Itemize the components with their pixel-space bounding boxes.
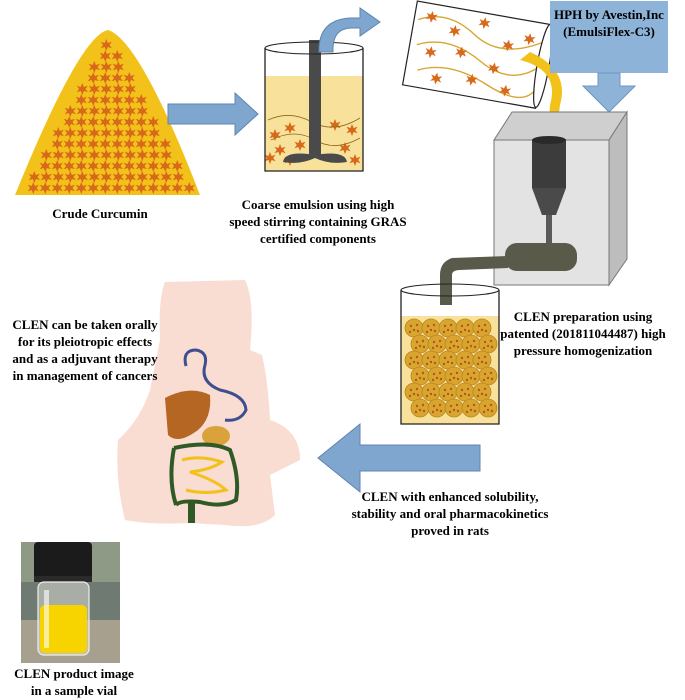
nanoemulsion-globule	[421, 350, 441, 370]
nanoemulsion-globule	[444, 366, 464, 386]
label-clen-oral: CLEN can be taken orally for its pleiotr…	[12, 317, 158, 383]
nanoemulsion-globule	[404, 318, 424, 338]
nanoemulsion-globule	[427, 366, 447, 386]
clen-beaker	[400, 283, 500, 425]
label-coarse-emulsion: Coarse emulsion using high speed stirrin…	[229, 197, 407, 246]
arrow-to-body	[317, 422, 481, 494]
nanoemulsion-globule	[427, 334, 447, 354]
nanoemulsion-globule	[455, 350, 475, 370]
label-hph: HPH by Avestin,Inc (EmulsiFlex-C3)	[554, 7, 664, 39]
label-clen-product-image: CLEN product image in a sample vial	[14, 666, 134, 698]
nanoemulsion-globule	[455, 382, 475, 402]
nanoemulsion-globule	[438, 318, 458, 338]
nanoemulsion-globule	[427, 398, 447, 418]
nanoemulsion-globule	[478, 398, 498, 418]
nanoemulsion-globule	[461, 366, 481, 386]
homogenizer-machine	[440, 110, 628, 305]
nanoemulsion-globule	[461, 334, 481, 354]
crude-curcumin-pile	[15, 30, 200, 195]
hph-label-box	[550, 1, 668, 73]
coarse-emulsion-beaker	[264, 40, 364, 172]
arrow-up-curve	[318, 7, 381, 53]
pouring-beaker	[401, 0, 553, 109]
label-crude-curcumin: Crude Curcumin	[52, 206, 148, 221]
nanoemulsion-globule	[461, 398, 481, 418]
nanoemulsion-globule	[410, 334, 430, 354]
arrow-to-coarse-emulsion	[167, 91, 259, 137]
nanoemulsion-globule	[472, 350, 492, 370]
arrow-down-to-hph	[581, 72, 637, 113]
label-clen-enhanced: CLEN with enhanced solubility, stability…	[351, 489, 549, 538]
nanoemulsion-globule	[444, 334, 464, 354]
nanoemulsion-globule	[438, 350, 458, 370]
nanoemulsion-globule	[472, 382, 492, 402]
nanoemulsion-globule	[472, 318, 492, 338]
nanoemulsion-globule	[404, 382, 424, 402]
nanoemulsion-globule	[410, 398, 430, 418]
nanoemulsion-globule	[421, 318, 441, 338]
nanoemulsion-globule	[421, 382, 441, 402]
clen-vial-photo	[21, 542, 120, 663]
label-clen-preparation: CLEN preparation using patented (2018110…	[500, 309, 666, 358]
nanoemulsion-globule	[404, 350, 424, 370]
nanoemulsion-globule	[410, 366, 430, 386]
nanoemulsion-globule	[478, 366, 498, 386]
human-body-digestive	[117, 280, 300, 527]
nanoemulsion-globule	[444, 398, 464, 418]
nanoemulsion-globule	[438, 382, 458, 402]
nanoemulsion-globule	[455, 318, 475, 338]
